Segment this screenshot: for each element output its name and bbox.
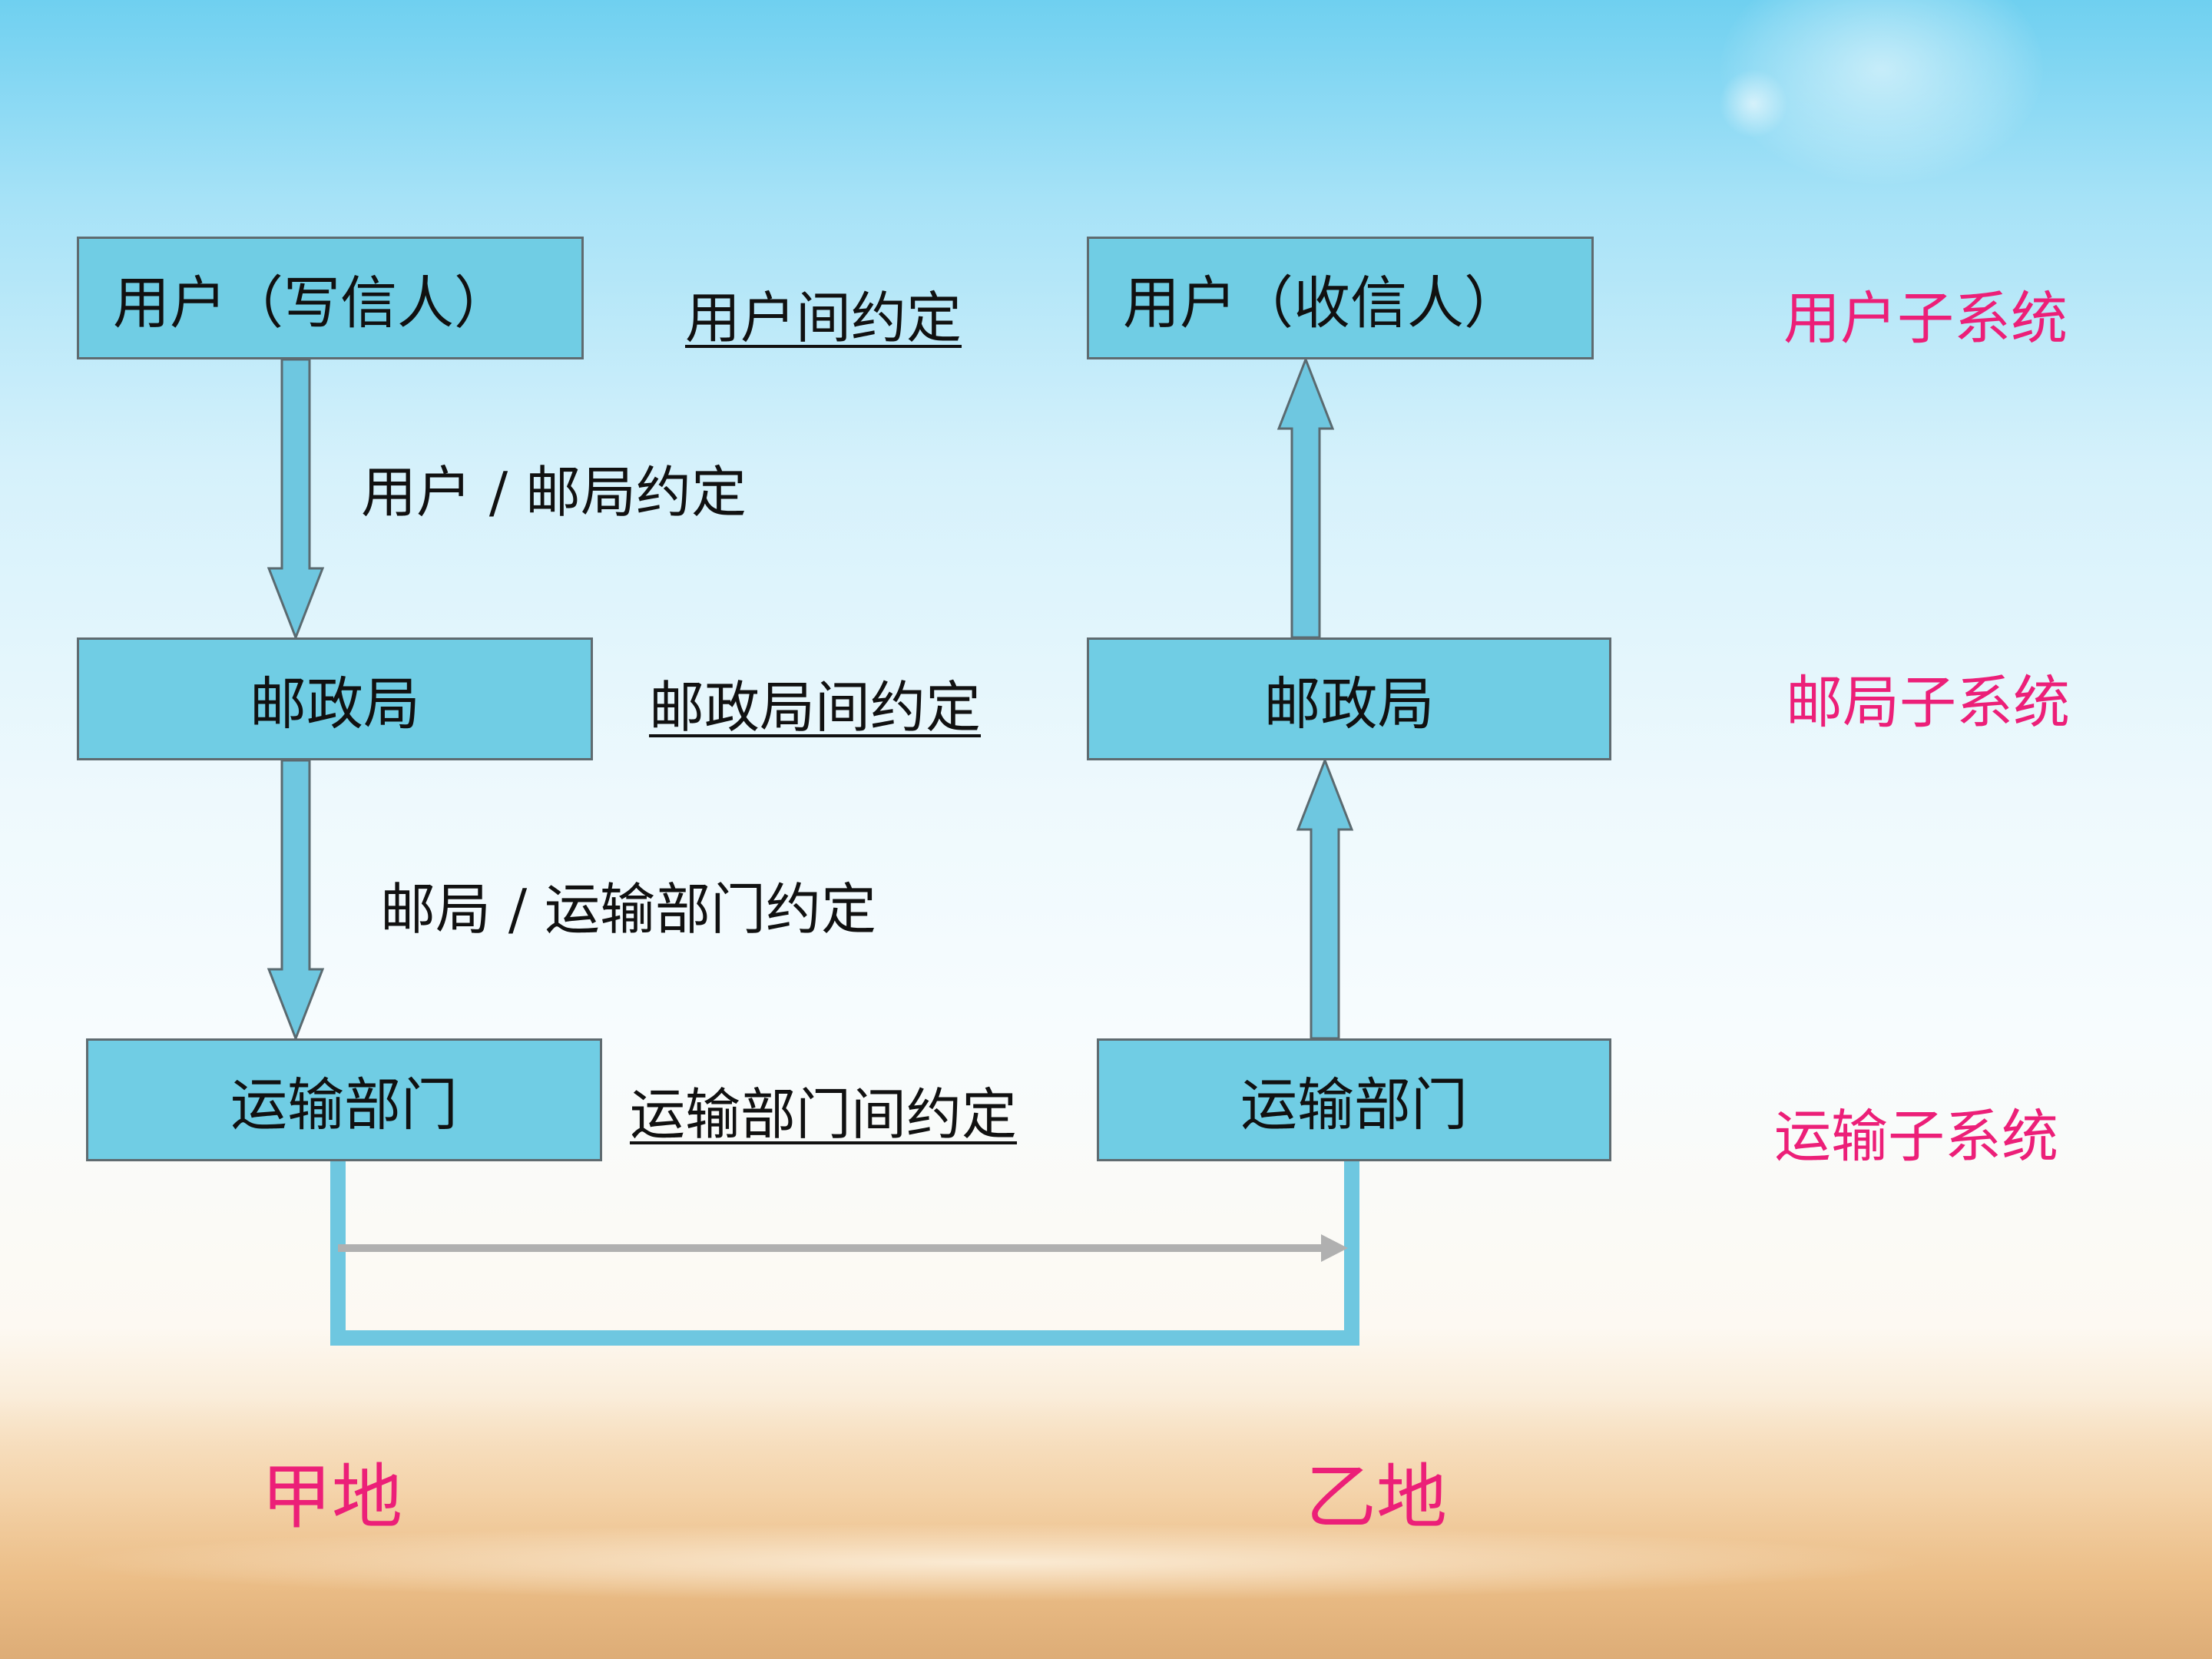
protocol-user-post: 用户 / 邮局约定 [361,460,747,525]
up-arrow-transport-to-post [1296,757,1354,1040]
box-transport-destination: 运输部门 [1097,1038,1611,1161]
sky-light-dot [1719,69,1788,138]
protocol-post-post: 邮政局间约定 [649,675,982,740]
box-receiver: 用户（收信人） [1087,237,1594,359]
box-transport-origin-label: 运输部门 [230,1071,458,1138]
place-destination: 乙地 [1306,1456,1448,1538]
box-post-office-origin: 邮政局 [77,637,593,760]
subsystem-post: 邮局子系统 [1786,670,2070,736]
box-sender: 用户（写信人） [77,237,584,359]
box-sender-label: 用户（写信人） [113,270,511,336]
box-transport-destination-label: 运输部门 [1240,1071,1468,1138]
box-transport-origin: 运输部门 [86,1038,602,1161]
sand-highlight [0,1521,2212,1659]
up-arrow-post-to-user [1277,356,1335,639]
protocol-post-transport: 邮局 / 运输部门约定 [380,877,877,942]
protocol-user-user: 用户间约定 [685,286,962,350]
box-post-office-destination-label: 邮政局 [1263,671,1435,737]
subsystem-transport: 运输子系统 [1774,1104,2058,1170]
box-post-office-origin-label: 邮政局 [250,671,420,737]
box-receiver-label: 用户（收信人） [1123,270,1521,336]
place-origin: 甲地 [261,1456,403,1538]
transfer-connector-arrowhead [1321,1234,1348,1262]
down-arrow-user-to-post [267,358,325,641]
subsystem-user: 用户子系统 [1783,286,2068,352]
down-arrow-post-to-transport [267,759,325,1042]
box-post-office-destination: 邮政局 [1087,637,1611,760]
protocol-transport-transport: 运输部门间约定 [630,1082,1018,1147]
